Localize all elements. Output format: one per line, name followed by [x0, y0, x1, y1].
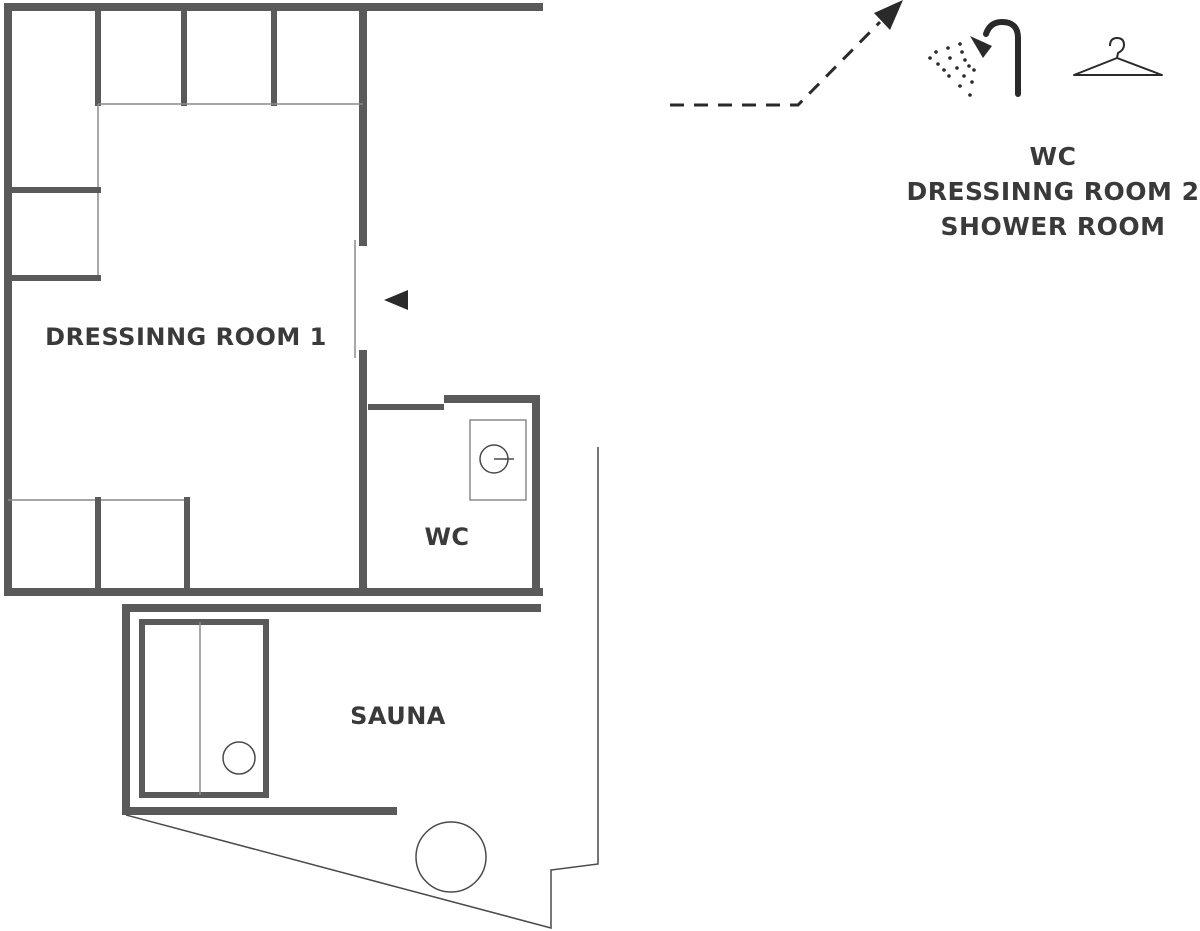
wc-wall	[444, 395, 540, 592]
sink-counter	[469, 419, 527, 501]
bottom-closets	[8, 497, 190, 592]
dressing-room-1-label: DRESSINNG ROOM 1	[45, 323, 327, 351]
dashed-arrow-icon	[670, 0, 903, 107]
wc-room	[368, 395, 540, 592]
hanger-icon	[1073, 36, 1163, 76]
shower-icon	[928, 18, 1021, 97]
sauna-room	[122, 447, 599, 929]
legend-line-2: DRESSINNG ROOM 2	[906, 177, 1199, 206]
hot-tub-icon	[415, 821, 487, 893]
bench-frame	[139, 619, 263, 798]
sauna-label: SAUNA	[350, 702, 446, 730]
entry-arrow-icon	[384, 290, 408, 310]
wc-label: WC	[424, 523, 469, 551]
top-closets	[95, 7, 363, 280]
bucket-icon	[222, 741, 256, 775]
legend-line-3: SHOWER ROOM	[941, 212, 1166, 241]
sauna-outline	[125, 447, 599, 929]
left-closets	[8, 187, 101, 281]
legend-line-1: WC	[1030, 142, 1077, 171]
